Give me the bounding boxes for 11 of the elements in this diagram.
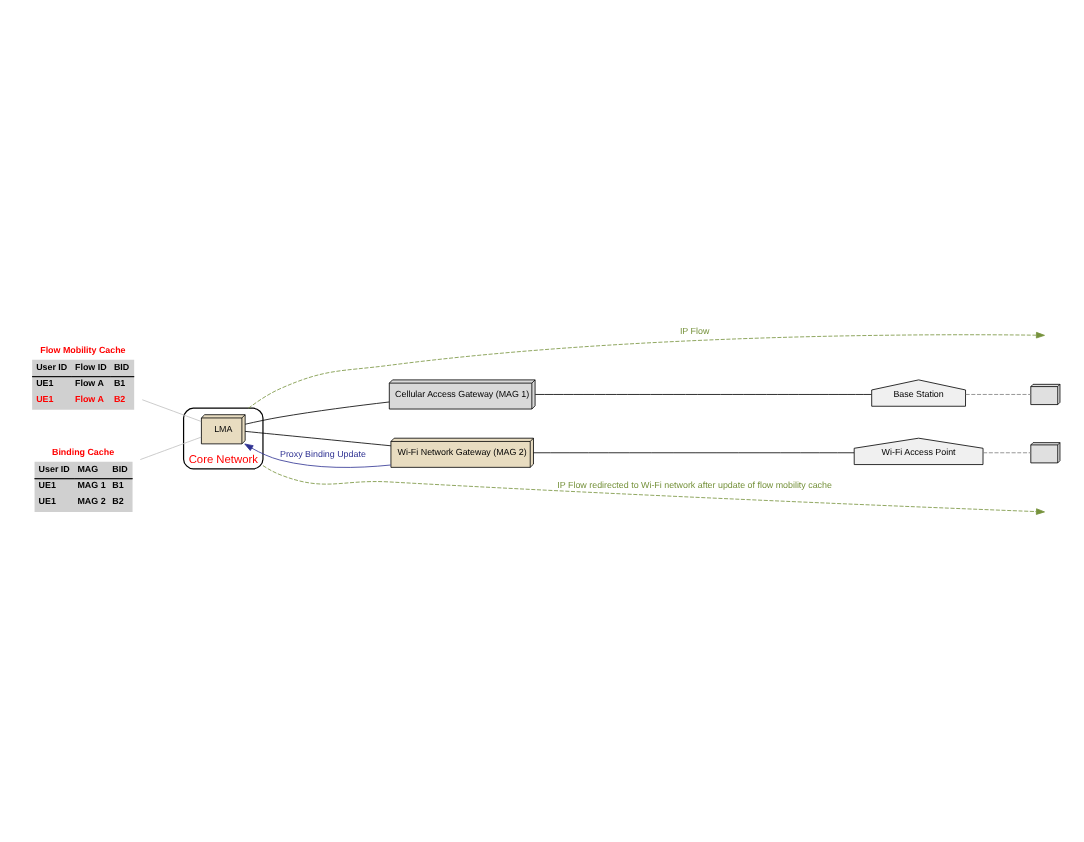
arrow bbox=[262, 464, 1045, 514]
connector bbox=[965, 393, 1032, 394]
connector bbox=[533, 451, 855, 453]
connector bbox=[244, 400, 390, 424]
arrow bbox=[248, 330, 1045, 408]
connector bbox=[982, 451, 1032, 453]
connector bbox=[139, 435, 202, 459]
connector bbox=[244, 429, 392, 446]
connector bbox=[141, 398, 202, 421]
connector bbox=[534, 393, 872, 394]
arrow bbox=[244, 442, 392, 467]
